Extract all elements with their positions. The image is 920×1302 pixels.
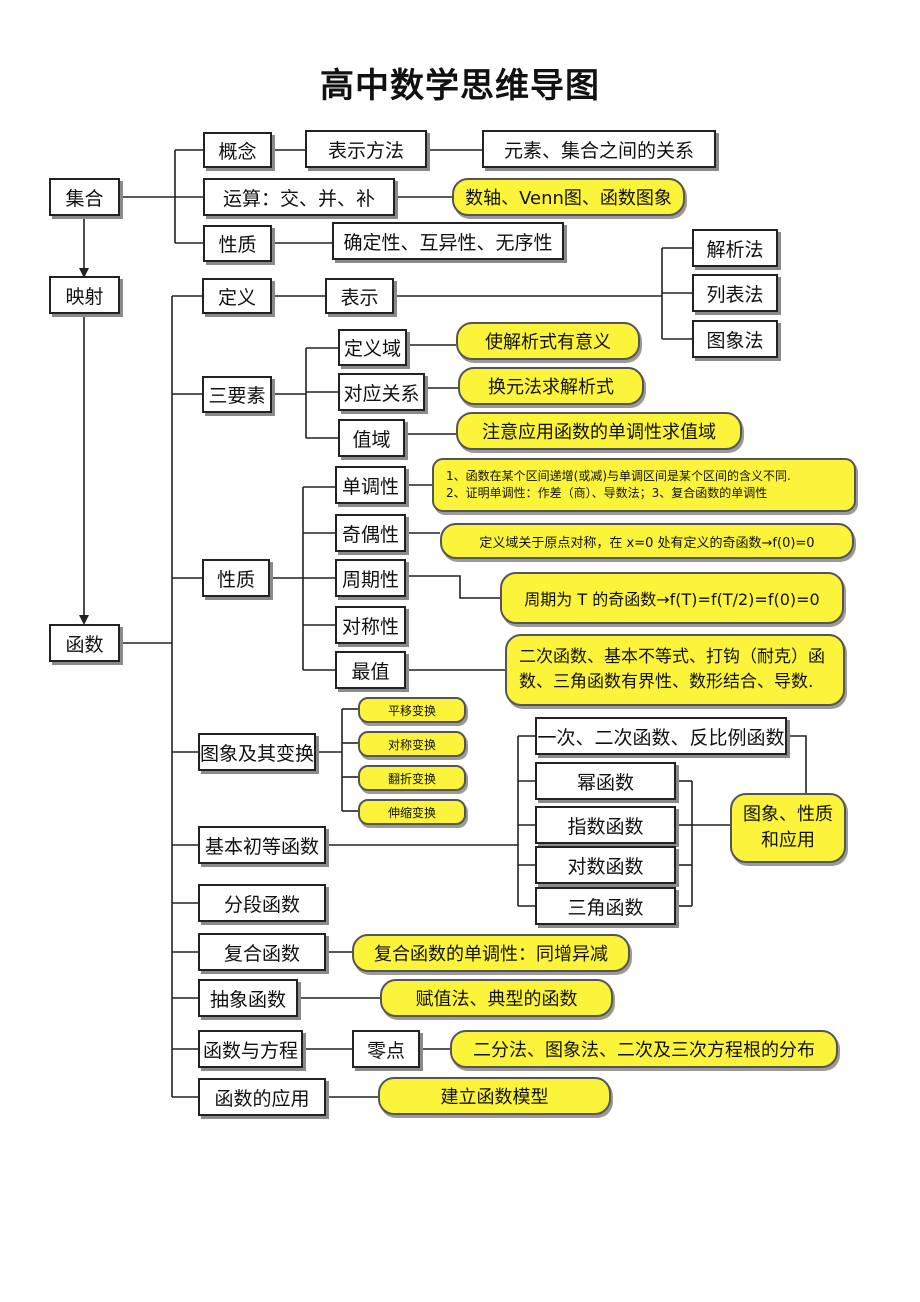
note-zuizhi-line-2: 数、三角函数有界性、数形结合、导数. (519, 672, 814, 692)
note-dandiao-line-2: 2、证明单调性：作差（商）、导数法；3、复合函数的单调性 (446, 486, 768, 500)
node-dingyi: 定义 (202, 278, 272, 314)
node-tuxiangfa: 图象法 (692, 320, 778, 358)
node-duichen: 对称性 (335, 606, 406, 644)
node-yuansu-guanxi: 元素、集合之间的关系 (482, 130, 716, 168)
node-jihe-xingzhi: 性质 (203, 225, 272, 262)
node-biaoshifangfa: 表示方法 (305, 130, 427, 168)
node-chouxiang: 抽象函数 (198, 979, 298, 1017)
note-fuhe: 复合函数的单调性：同增异减 (352, 934, 630, 972)
node-jihe: 集合 (49, 178, 120, 216)
note-dandiao-line-1: 1、函数在某个区间递增(或减)与单调区间是某个区间的含义不同. (446, 468, 791, 483)
node-jiben: 基本初等函数 (198, 826, 326, 864)
node-fenduan: 分段函数 (198, 884, 326, 922)
node-yunsuan: 运算：交、并、补 (203, 178, 395, 216)
node-yici: 一次、二次函数、反比例函数 (535, 717, 787, 755)
note-yingyong-line-2: 和应用 (761, 830, 815, 851)
note-zhouqi: 周期为 T 的奇函数→f(T)=f(T/2)=f(0)=0 (500, 572, 844, 624)
note-dingyiyu: 使解析式有意义 (456, 322, 640, 360)
note-shuzhou: 数轴、Venn图、函数图象 (452, 178, 685, 216)
node-zhouqi: 周期性 (335, 559, 406, 597)
note-yingyong-model: 建立函数模型 (378, 1077, 611, 1115)
node-hanshu-xingzhi: 性质 (202, 559, 270, 597)
node-dandiao: 单调性 (335, 466, 406, 504)
node-hanshu: 函数 (49, 624, 120, 662)
node-duiying: 对应关系 (338, 373, 425, 411)
node-biaoshi: 表示 (325, 278, 394, 314)
node-queding: 确定性、互异性、无序性 (332, 222, 564, 260)
node-zhiyu: 值域 (338, 419, 405, 457)
node-duishu: 对数函数 (535, 846, 676, 884)
node-zhishu: 指数函数 (535, 806, 676, 844)
note-dandiao: 1、函数在某个区间递增(或减)与单调区间是某个区间的含义不同. 2、证明单调性：… (432, 458, 856, 512)
note-duiying: 换元法求解析式 (458, 367, 644, 405)
note-jiou: 定义域关于原点对称，在 x=0 处有定义的奇函数→f(0)=0 (440, 523, 854, 559)
note-zhiyu: 注意应用函数的单调性求值域 (456, 412, 742, 450)
node-gainian: 概念 (203, 132, 272, 168)
note-fanzhe: 翻折变换 (358, 765, 466, 791)
note-zuizhi-line-1: 二次函数、基本不等式、打钩（耐克）函 (519, 647, 825, 668)
node-mi: 幂函数 (535, 762, 676, 800)
node-jiou: 奇偶性 (335, 514, 406, 552)
note-yingyong-line-1: 图象、性质 (743, 803, 833, 825)
node-sanyaosu: 三要素 (202, 376, 272, 413)
node-zuizhi: 最值 (335, 651, 406, 689)
page-title: 高中数学思维导图 (320, 66, 600, 106)
note-lingdian: 二分法、图象法、二次及三次方程根的分布 (450, 1030, 838, 1068)
node-fuhe: 复合函数 (198, 933, 326, 971)
node-lingdian: 零点 (352, 1030, 420, 1068)
node-yingshe: 映射 (49, 276, 120, 314)
note-yingyong: 图象、性质 和应用 (730, 793, 846, 863)
node-tuxiang-bianhuan: 图象及其变换 (198, 733, 316, 771)
node-yingyong: 函数的应用 (198, 1078, 326, 1116)
note-pingyi: 平移变换 (358, 697, 466, 723)
note-shensuo: 伸缩变换 (358, 799, 466, 825)
note-chouxiang: 赋值法、典型的函数 (380, 979, 613, 1017)
note-duichen-bianhuan: 对称变换 (358, 731, 466, 757)
node-dingyiyu: 定义域 (338, 329, 407, 366)
node-liebiaofa: 列表法 (692, 274, 778, 312)
node-fangcheng: 函数与方程 (198, 1030, 303, 1068)
note-zuizhi: 二次函数、基本不等式、打钩（耐克）函 数、三角函数有界性、数形结合、导数. (505, 634, 845, 706)
node-jiexifa: 解析法 (692, 229, 778, 267)
node-sanjiao: 三角函数 (535, 887, 676, 925)
